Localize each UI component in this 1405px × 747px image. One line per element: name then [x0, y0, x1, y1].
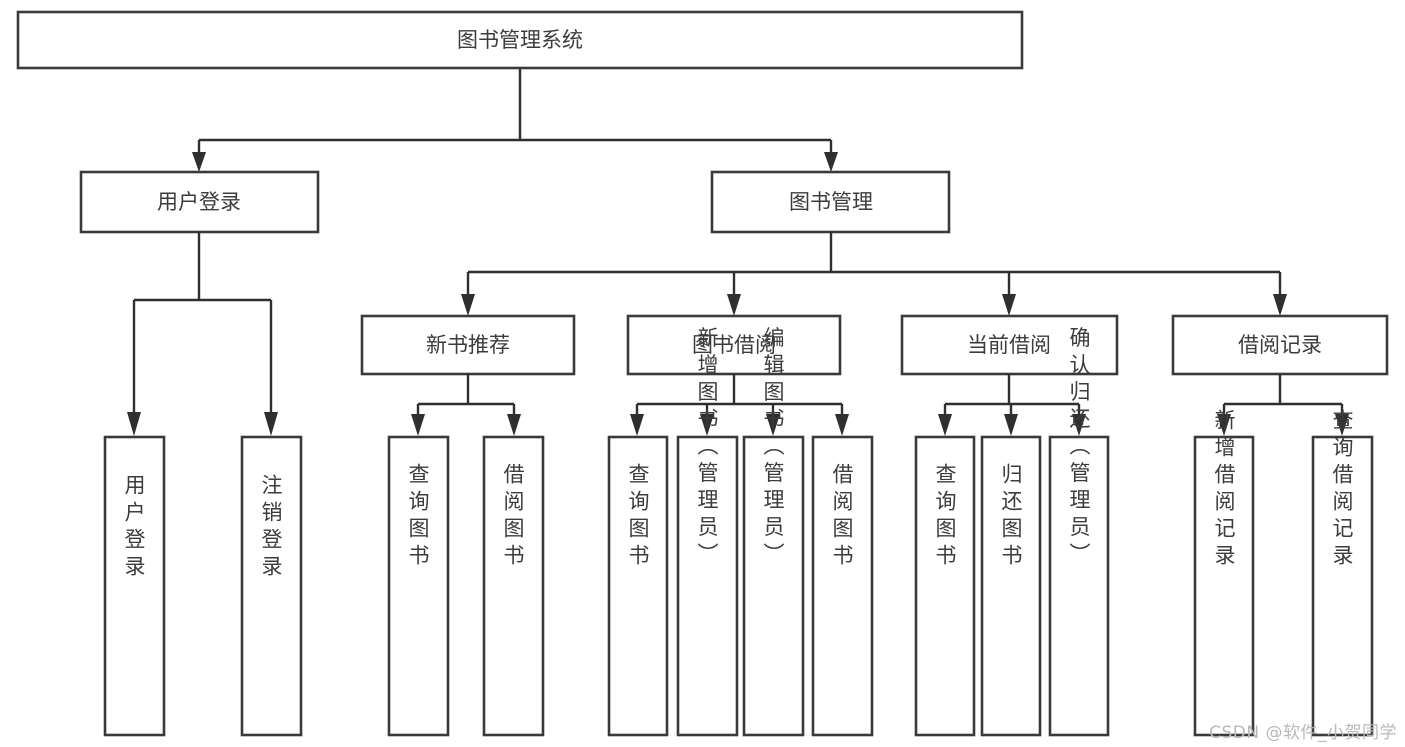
node-new-book-recommend-box[interactable] — [360, 314, 576, 376]
leaf-user-login-1[interactable]: 用户登录 — [103, 435, 166, 737]
node-borrow-record-label: 借阅记录 — [1238, 333, 1322, 357]
leaf-box[interactable] — [914, 435, 976, 737]
leaf-book-borrow-3[interactable]: 编辑图书（管理员） — [742, 327, 805, 737]
leaf-box[interactable] — [811, 435, 874, 737]
leaf-label: 借阅图书 — [830, 463, 854, 571]
leaf-label: 归还图书 — [999, 463, 1023, 571]
leaf-box[interactable] — [1193, 435, 1255, 737]
leaf-box[interactable] — [103, 435, 166, 737]
arrow-head-icon — [1217, 414, 1231, 436]
connector-group-book-manage — [461, 232, 1287, 316]
leaf-label: 查询图书 — [626, 463, 650, 571]
connector-group-borrow-record — [1217, 374, 1349, 436]
node-user-login[interactable]: 用户登录 — [79, 170, 320, 234]
arrow-head-icon — [1273, 294, 1287, 316]
leaf-label: 查询图书 — [406, 463, 430, 571]
node-book-manage-label: 图书管理 — [789, 190, 873, 214]
arrow-head-icon — [766, 414, 780, 436]
leaf-box[interactable] — [980, 435, 1042, 737]
arrow-head-icon — [1335, 414, 1349, 436]
node-book-manage-box[interactable] — [710, 170, 951, 234]
leaf-label: 查询图书 — [933, 463, 957, 571]
leaf-current-borrow-2[interactable]: 归还图书 — [980, 435, 1042, 737]
leaf-book-borrow-1[interactable]: 查询图书 — [607, 435, 669, 737]
node-book-borrow[interactable]: 图书借阅 — [626, 314, 842, 376]
node-user-login-label: 用户登录 — [157, 190, 241, 214]
leaf-book-borrow-2[interactable]: 新增图书（管理员） — [676, 327, 739, 737]
arrow-head-icon — [127, 412, 141, 436]
node-book-borrow-label: 图书借阅 — [692, 333, 776, 357]
leaf-label: 新增图书（管理员） — [695, 327, 719, 570]
arrow-head-icon — [1072, 414, 1086, 436]
arrow-head-icon — [727, 294, 741, 316]
leaf-label: 确认归还（管理员） — [1067, 327, 1091, 570]
node-book-borrow-box[interactable] — [626, 314, 842, 376]
arrow-head-icon — [507, 414, 521, 436]
leaf-box[interactable] — [482, 435, 545, 737]
leaf-label: 新增借阅记录 — [1212, 409, 1236, 571]
leaf-label: 编辑图书（管理员） — [761, 327, 785, 570]
leaf-new-book-1[interactable]: 查询图书 — [387, 435, 450, 737]
arrow-head-icon — [700, 414, 714, 436]
connector-group-user-login — [127, 232, 278, 436]
leaf-borrow-record-2[interactable]: 查询借阅记录 — [1311, 409, 1374, 737]
leaf-new-book-2[interactable]: 借阅图书 — [482, 435, 545, 737]
node-current-borrow-box[interactable] — [900, 314, 1119, 376]
node-current-borrow[interactable]: 当前借阅 — [900, 314, 1119, 376]
leaf-current-borrow-3[interactable]: 确认归还（管理员） — [1048, 327, 1110, 737]
node-new-book-recommend-label: 新书推荐 — [426, 333, 510, 357]
leaf-box[interactable] — [676, 435, 739, 737]
leaf-box[interactable] — [1311, 435, 1374, 737]
arrow-head-icon — [264, 412, 278, 436]
connector-group-root — [192, 68, 838, 172]
arrow-head-icon — [938, 414, 952, 436]
leaf-label: 注销登录 — [259, 474, 283, 582]
arrow-head-icon — [192, 152, 206, 172]
node-book-manage[interactable]: 图书管理 — [710, 170, 951, 234]
node-root-box[interactable] — [16, 10, 1024, 70]
arrow-head-icon — [835, 414, 849, 436]
node-current-borrow-label: 当前借阅 — [967, 333, 1051, 357]
arrow-head-icon — [630, 414, 644, 436]
node-borrow-record[interactable]: 借阅记录 — [1171, 314, 1389, 376]
csdn-watermark: CSDN @软件_小贺同学 — [1209, 723, 1397, 743]
arrow-head-icon — [461, 294, 475, 316]
leaf-box[interactable] — [1048, 435, 1110, 737]
node-root[interactable]: 图书管理系统 — [16, 10, 1024, 70]
arrow-head-icon — [1004, 414, 1018, 436]
leaf-borrow-record-1[interactable]: 新增借阅记录 — [1193, 409, 1255, 737]
leaf-label: 用户登录 — [122, 474, 146, 582]
node-borrow-record-box[interactable] — [1171, 314, 1389, 376]
connector-group-book-borrow — [630, 374, 849, 436]
leaf-box[interactable] — [607, 435, 669, 737]
arrow-head-icon — [411, 414, 425, 436]
leaf-box[interactable] — [240, 435, 303, 737]
connector-group-new-book-recommend — [411, 374, 521, 436]
node-new-book-recommend[interactable]: 新书推荐 — [360, 314, 576, 376]
arrow-head-icon — [824, 152, 838, 172]
node-root-label: 图书管理系统 — [457, 28, 583, 52]
leaf-label: 查询借阅记录 — [1330, 409, 1354, 571]
leaf-box[interactable] — [387, 435, 450, 737]
leaf-book-borrow-4[interactable]: 借阅图书 — [811, 435, 874, 737]
leaf-current-borrow-1[interactable]: 查询图书 — [914, 435, 976, 737]
connector-group-current-borrow — [938, 374, 1086, 436]
leaf-box[interactable] — [742, 435, 805, 737]
leaf-user-login-2[interactable]: 注销登录 — [240, 435, 303, 737]
leaf-label: 借阅图书 — [501, 463, 525, 571]
arrow-head-icon — [1002, 294, 1016, 316]
